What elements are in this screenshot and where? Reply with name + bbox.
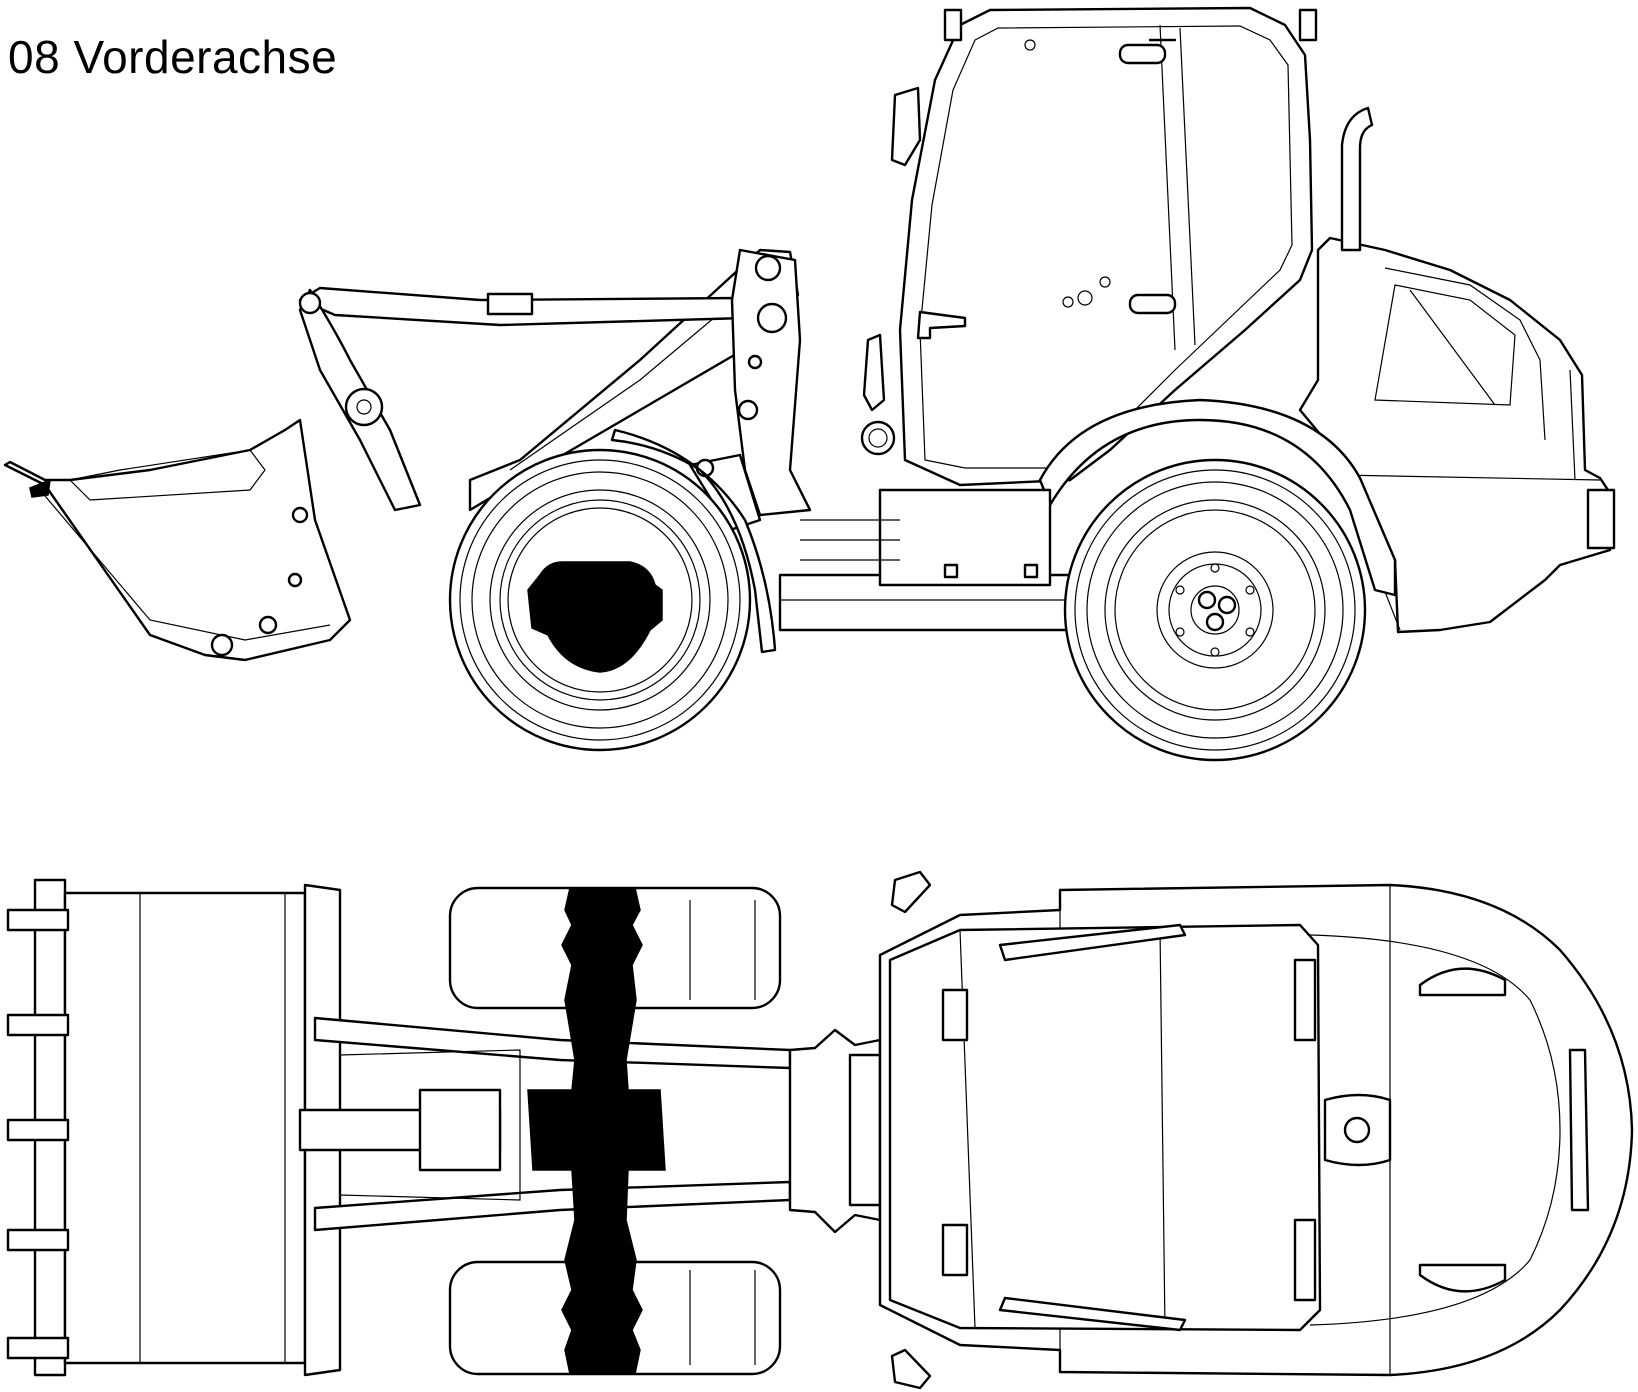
rear-wheel — [1063, 458, 1367, 762]
bucket-top — [6, 878, 342, 1377]
front-axle-highlight — [527, 561, 663, 673]
front-wheel — [448, 448, 752, 752]
exhaust-stack — [1340, 106, 1374, 252]
page-title: 08 Vorderachse — [8, 31, 338, 83]
cab-roof-top — [888, 923, 1322, 1332]
cab-frame — [898, 6, 1314, 487]
bucket-side — [3, 418, 352, 662]
top-view — [6, 870, 1634, 1390]
front-axle-top — [527, 887, 666, 1375]
side-view — [3, 6, 1616, 762]
mirror-side — [890, 86, 922, 167]
